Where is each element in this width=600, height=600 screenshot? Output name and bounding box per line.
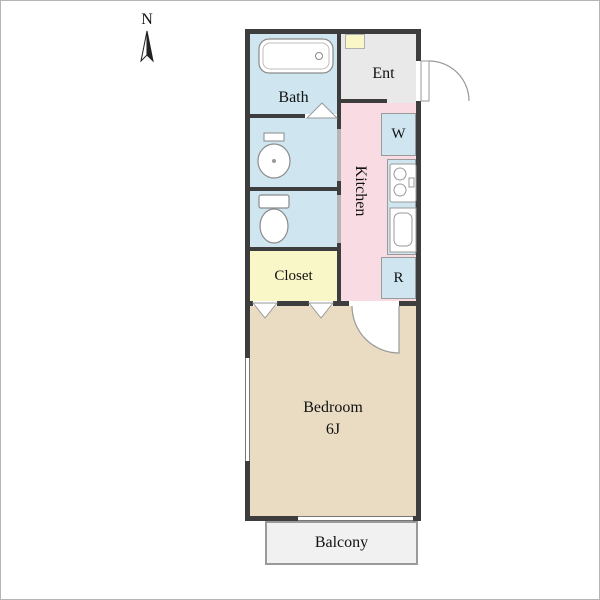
washroom-door-gap (337, 129, 341, 181)
wall-segment (250, 187, 337, 191)
bedroom-window (245, 358, 250, 461)
balcony-area: Balcony (265, 521, 418, 565)
sink-icon (389, 207, 417, 253)
wall-segment (333, 301, 349, 306)
balcony-label: Balcony (314, 534, 369, 551)
bedroom-size-label: 6J (325, 421, 341, 438)
entrance-door-arc (414, 54, 476, 106)
bedroom-label: Bedroom (303, 399, 363, 416)
wall-segment (337, 99, 387, 103)
wall-segment (250, 247, 337, 251)
compass-needle-icon (137, 29, 157, 65)
toilet-icon (253, 193, 297, 247)
shoe-cabinet (345, 34, 365, 49)
bath-door-triangle (303, 100, 341, 120)
washer-label: W (391, 126, 406, 142)
bathtub-icon (257, 37, 335, 75)
wall-segment (277, 301, 309, 306)
wall-segment (399, 301, 416, 306)
bedroom-door-gap (349, 301, 399, 306)
wall-segment (250, 114, 305, 118)
closet-label: Closet (274, 268, 313, 284)
toilet-door-gap (337, 195, 341, 243)
wall-segment (250, 301, 253, 306)
bedroom-door-arc (341, 301, 406, 359)
bath-label: Bath (278, 89, 309, 106)
balcony-sliding-window (298, 516, 413, 521)
wall-segment (245, 29, 250, 521)
entrance-label: Ent (372, 65, 395, 82)
refrigerator-label: R (393, 269, 404, 286)
refrigerator-space: R (381, 257, 416, 299)
washer-space: W (381, 113, 416, 156)
wall-segment (416, 29, 421, 521)
entrance-door-gap (416, 61, 421, 101)
wall-segment (245, 29, 421, 34)
closet-door-triangle (307, 302, 335, 320)
stove-icon (389, 163, 417, 203)
closet-area (250, 251, 337, 301)
washbasin-icon (253, 131, 295, 183)
closet-door-triangle (251, 302, 279, 320)
kitchen-label: Kitchen (352, 165, 369, 217)
compass-north-label: N (141, 11, 153, 28)
